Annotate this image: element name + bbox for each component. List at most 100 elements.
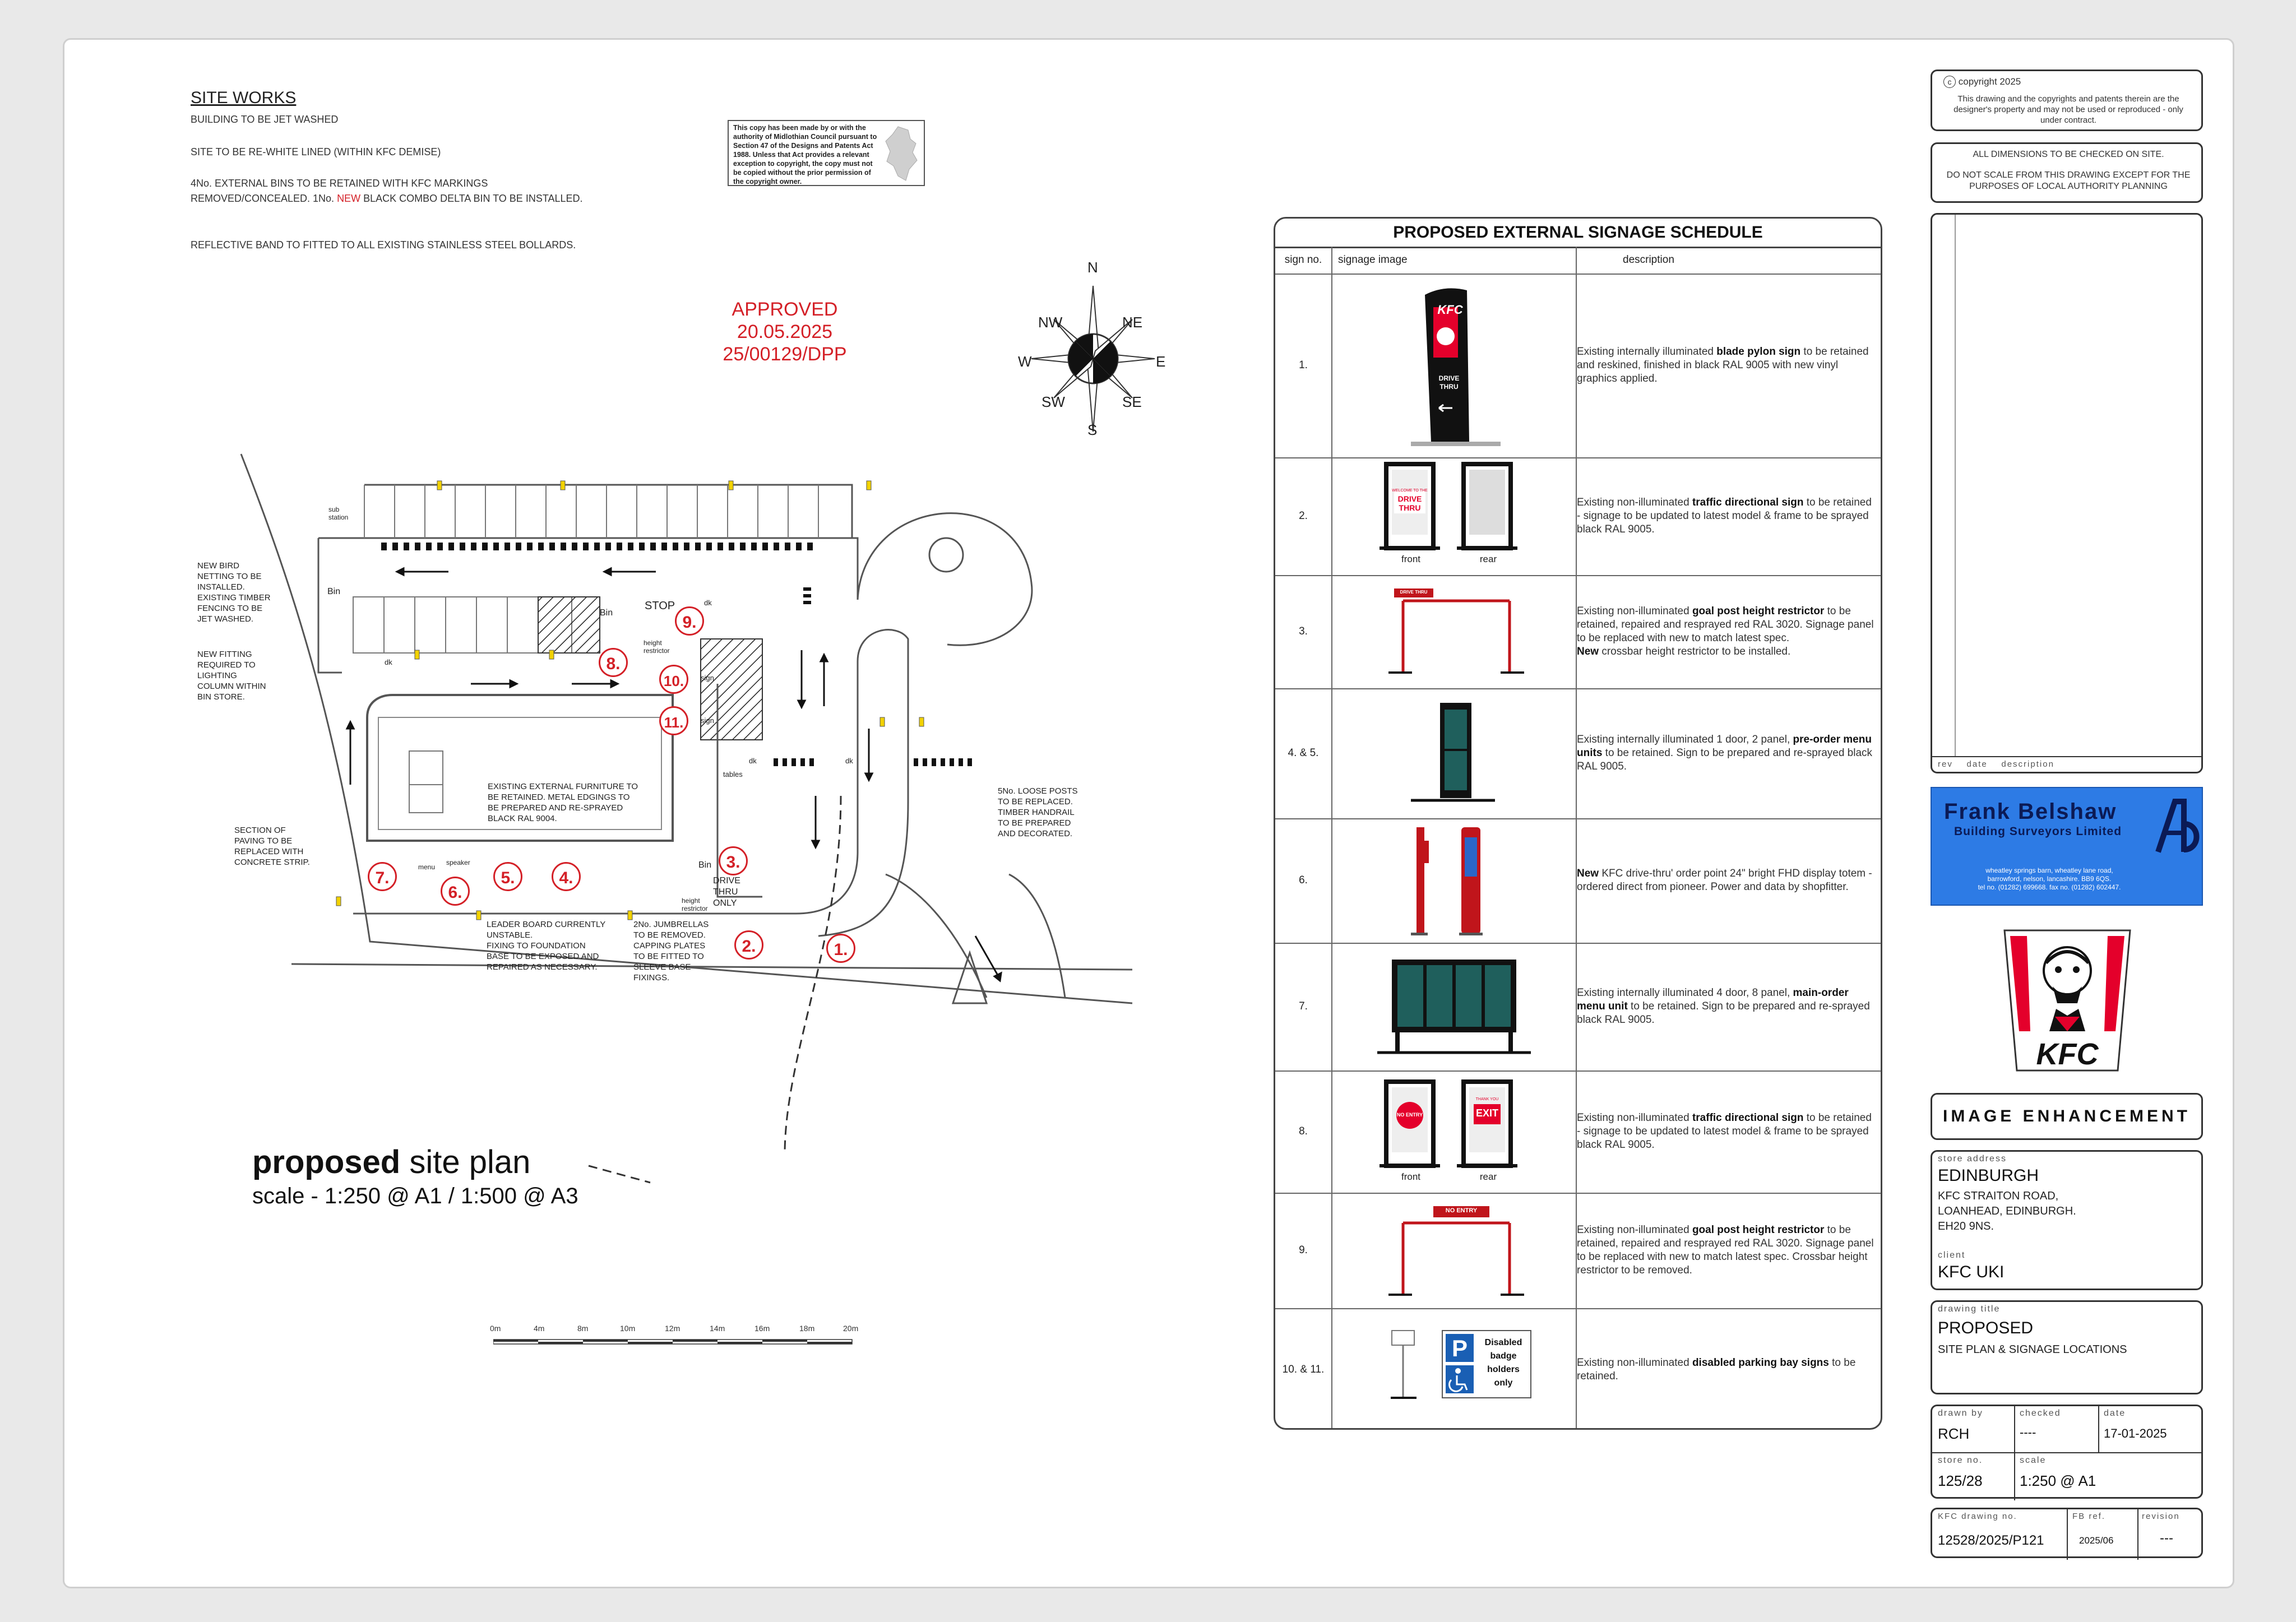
store-name: EDINBURGH xyxy=(1938,1166,2039,1185)
order-totem-drawing xyxy=(1411,827,1483,935)
desc-new: New xyxy=(1577,868,1599,879)
menu-label: menu xyxy=(418,863,436,871)
schedule-divider-2 xyxy=(1576,247,1577,1428)
exit-sign-drawing xyxy=(1380,1079,1517,1168)
number-divider-v2 xyxy=(2137,1509,2138,1560)
compass-sw: SW xyxy=(1041,393,1065,410)
pylon-sign-image: KFC DRIVE THRU xyxy=(1332,274,1576,457)
schedule-row: 7. Existing internally illuminated 4 doo… xyxy=(1275,943,1881,1072)
schedule-row: 1. KFC DRIVE THRU Existing internally il… xyxy=(1275,274,1881,458)
note-bins-text-end: BLACK COMBO DELTA BIN TO BE INSTALLED. xyxy=(360,193,583,204)
info-divider-h xyxy=(1932,1452,2201,1453)
date-label: date xyxy=(2104,1408,2126,1418)
front-label: front xyxy=(1401,1171,1421,1182)
schedule-col-image: signage image xyxy=(1338,247,1562,275)
scale-4m: 4m xyxy=(534,1324,545,1333)
schedule-col-sign-no: sign no. xyxy=(1275,247,1331,275)
desc-text: Existing non-illuminated xyxy=(1577,497,1692,508)
row-description: Existing non-illuminated traffic directi… xyxy=(1577,496,1874,536)
site-works-note-white-lined: SITE TO BE RE-WHITE LINED (WITHIN KFC DE… xyxy=(191,146,441,157)
revision-divider xyxy=(1932,756,2201,757)
approved-label: APPROVED xyxy=(732,299,838,320)
frank-belshaw-logo: Frank Belshaw Building Surveyors Limited… xyxy=(1931,787,2203,906)
fb-company-name: Frank Belshaw xyxy=(1944,799,2117,824)
row-description: Existing internally illuminated 4 door, … xyxy=(1577,986,1874,1027)
fb-ref-label: FB ref. xyxy=(2072,1512,2106,1521)
disabled-sign-image: P Disabled badge holders only xyxy=(1332,1308,1576,1428)
revision-label: revision xyxy=(2142,1512,2180,1521)
plan-marker-1: 1. xyxy=(826,934,855,963)
desc-bold: blade pylon sign xyxy=(1716,346,1801,358)
checked-label: checked xyxy=(2020,1408,2061,1418)
fb-monogram-icon xyxy=(2155,799,2200,853)
bin-label-c: Bin xyxy=(698,860,712,870)
height-restrictor-label-a: height restrictor xyxy=(644,639,670,655)
scale-16m: 16m xyxy=(754,1324,770,1333)
rear-label: rear xyxy=(1479,554,1497,564)
scale-20m: 20m xyxy=(843,1324,859,1333)
rear-label: rear xyxy=(1479,1171,1497,1182)
approved-stamp: APPROVED 20.05.2025 25/00129/DPP xyxy=(718,298,852,365)
site-works-title: SITE WORKS xyxy=(191,89,297,107)
approved-reference: 25/00129/DPP xyxy=(723,344,847,365)
lighting-fitting-note: NEW FITTING REQUIRED TO LIGHTING COLUMN … xyxy=(197,650,266,702)
fb-reference: 2025/06 xyxy=(2079,1535,2114,1546)
info-divider-v1 xyxy=(2014,1406,2015,1500)
compass-e: E xyxy=(1156,353,1166,370)
fb-address: wheatley springs barn, wheatley lane roa… xyxy=(1978,866,2121,891)
row-number: 9. xyxy=(1299,1244,1308,1256)
welcome-text: WELCOME TO THE xyxy=(1392,489,1428,493)
scale-14m: 14m xyxy=(710,1324,725,1333)
plan-marker-4: 4. xyxy=(552,862,581,891)
row-description: Existing non-illuminated traffic directi… xyxy=(1577,1111,1874,1152)
plan-marker-7: 7. xyxy=(368,862,397,891)
desc-bold: pre-order menu units xyxy=(1577,734,1872,759)
client-name: KFC UKI xyxy=(1938,1263,2005,1281)
revision-columns: rev date description xyxy=(1938,759,2054,769)
desc-text-end: to be retained, repaired and resprayed r… xyxy=(1577,1224,1874,1276)
council-map-icon xyxy=(885,126,918,181)
council-copyright-notice: This copy has been made by or with the a… xyxy=(728,120,925,186)
row-number: 3. xyxy=(1299,625,1308,637)
desc-text: Existing internally illuminated 4 door, … xyxy=(1577,987,1793,999)
plan-scale: scale - 1:250 @ A1 / 1:500 @ A3 xyxy=(252,1184,578,1208)
dk-label-d: dk xyxy=(845,757,853,765)
row-description: Existing non-illuminated goal post heigh… xyxy=(1577,605,1874,659)
desc-text-end: to be retained. Sign to be prepared and … xyxy=(1577,747,1873,772)
no-entry-bar-text: NO ENTRY xyxy=(1445,1207,1478,1214)
traffic-sign-drawing xyxy=(1380,462,1517,550)
desc-text: Existing non-illuminated xyxy=(1577,605,1692,617)
front-label: front xyxy=(1401,554,1421,564)
site-works-note-bollards: REFLECTIVE BAND TO FITTED TO ALL EXISTIN… xyxy=(191,239,576,251)
scale-8m: 8m xyxy=(577,1324,589,1333)
disabled-sign-label-a: sign xyxy=(701,674,714,682)
row-description: Existing internally illuminated 1 door, … xyxy=(1577,733,1874,773)
schedule-col-description: description xyxy=(1623,247,1847,275)
compass-w: W xyxy=(1018,353,1032,370)
desc-bold: traffic directional sign xyxy=(1692,497,1804,508)
scale-12m: 12m xyxy=(665,1324,681,1333)
info-divider-v2 xyxy=(2098,1406,2099,1452)
main-order-menu-drawing xyxy=(1377,960,1531,1054)
no-entry-restrictor-drawing xyxy=(1388,1206,1524,1296)
store-address-label: store address xyxy=(1938,1154,2007,1164)
bin-label-a: Bin xyxy=(327,587,341,596)
schedule-row: 4. & 5. Existing internally illuminated … xyxy=(1275,688,1881,819)
pre-order-menu-drawing xyxy=(1411,703,1495,802)
jumbrellas-note: 2No. JUMBRELLAS TO BE REMOVED. CAPPING P… xyxy=(633,920,709,983)
row-number: 4. & 5. xyxy=(1288,747,1319,759)
copyright-icon: c xyxy=(1943,76,1956,88)
kfc-logo-text: KFC xyxy=(2036,1037,2099,1071)
store-number: 125/28 xyxy=(1938,1472,1983,1489)
no-scale-note: DO NOT SCALE FROM THIS DRAWING EXCEPT FO… xyxy=(1946,170,2191,191)
drive-thru-text: DRIVE THRU xyxy=(1397,494,1422,512)
compass-ne: NE xyxy=(1122,314,1143,331)
drawing-date: 17-01-2025 xyxy=(2104,1426,2167,1440)
revision-col-line xyxy=(1955,215,1956,756)
compass-rose xyxy=(1031,285,1155,432)
disabled-sign-label-b: sign xyxy=(701,716,714,725)
kfc-drawing-no-label: KFC drawing no. xyxy=(1938,1512,2017,1521)
scale-bar xyxy=(493,1339,853,1345)
leader-board-note: LEADER BOARD CURRENTLY UNSTABLE. FIXING … xyxy=(487,920,606,972)
desc-text-mid: to be retained, repaired and resprayed r… xyxy=(1577,605,1874,644)
